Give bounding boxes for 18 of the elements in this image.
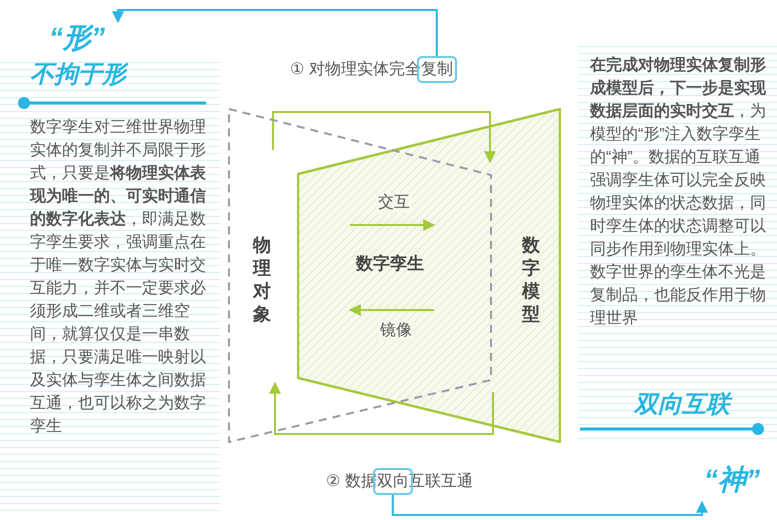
panel-heading: 双向互联 [634,388,730,420]
edge-label: 交互 [376,192,412,213]
center-label: 数字孪生 [356,253,424,275]
paragraph: 在完成对物理实体复制形成模型后，下一步是实现数据层面的实时交互，为模型的“形”注入数字孪生的“神”。数据的互联互通强调孪生体可以完全反映物理实体的状态数据，同时孪生体的状态调整可以同步作用到物理实体上。数字世界的孪生体不光是复制品，也能反作用于物理世界 [590,55,767,329]
quote-heading: “神” [690,458,774,502]
edge-label: 镜像 [378,320,414,341]
panel-heading: 不拘于形 [30,58,126,90]
quote-heading: “形” [28,22,126,54]
shape-label: 数字模型 [521,234,541,326]
arrow [392,495,708,516]
arrow [112,9,438,56]
arrow [348,304,434,316]
shape-label: 物理对象 [252,234,272,326]
arrow [272,111,496,164]
dashed-frame [228,108,492,443]
paragraph: 数字孪生对三维世界物理实体的复制并不局限于形式，只要是将物理实体表现为唯一的、可实时通信的数字化表达，即满足数字孪生要求，强调重点在于唯一数字实体与实时交互能力，并不一定要求必须形成二维或者三维空间，就算仅仅是一串数据，只要满足唯一映射以及实体与孪生体之间数据互通，也可以称之为数字孪生 [30,118,207,437]
arrow [350,219,436,231]
model-trapezoid [297,108,561,443]
